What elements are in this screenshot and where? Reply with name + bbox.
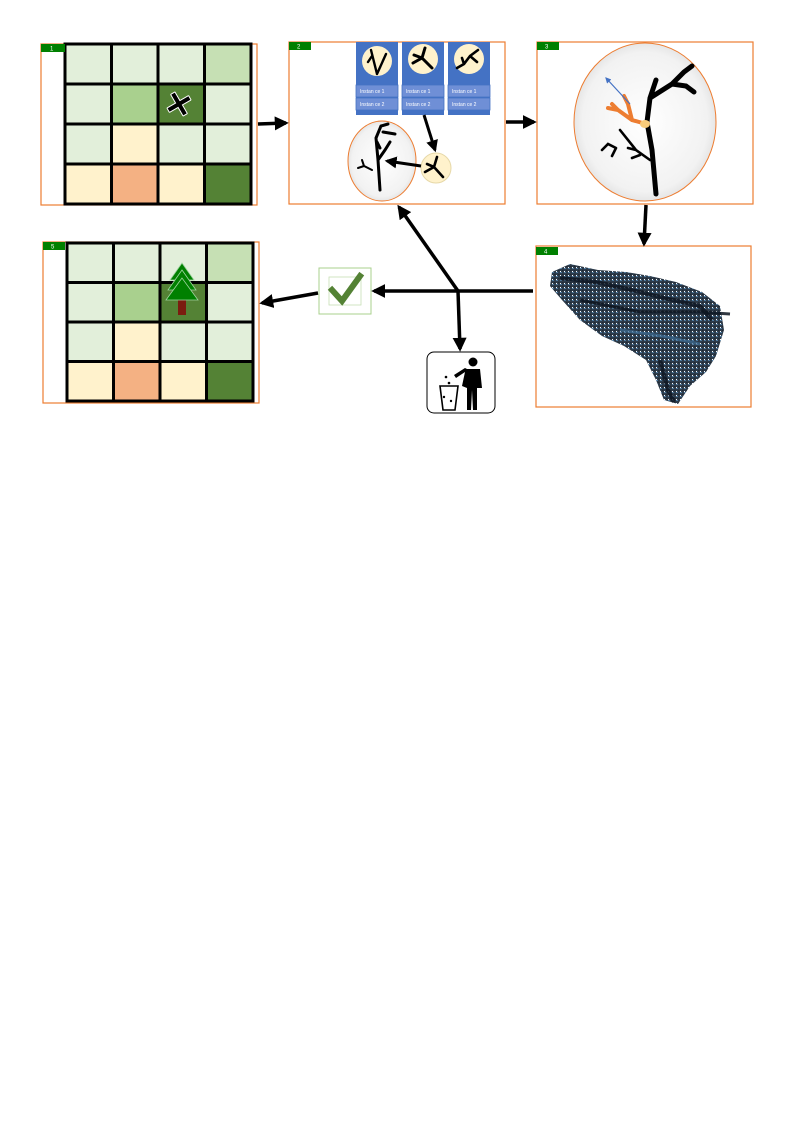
grid-cell [203, 42, 253, 86]
arrow-junction-to-panel-2 [397, 204, 460, 293]
grid-cell [65, 241, 115, 284]
grid-cell [203, 122, 253, 166]
grid-cell [110, 82, 160, 126]
panel-1: 1 [40, 42, 258, 206]
arrow-junction-to-trash [452, 290, 467, 352]
grid-cell [112, 360, 162, 403]
grid-cell [63, 162, 113, 206]
grid-cell [65, 360, 115, 403]
panel-3-label: 3 [545, 45, 549, 51]
instance-2-label: Instan ce 2 [360, 102, 385, 108]
check-mark-icon [318, 267, 372, 315]
library-column: Instan ce 1 Instan ce 2 [401, 42, 445, 115]
grid-cell [112, 241, 162, 284]
panel-1-grid [63, 42, 253, 206]
candidate-tree-ellipse [347, 120, 417, 202]
panel-5-label: 5 [51, 245, 55, 251]
panel-1-label: 1 [50, 47, 54, 53]
orientation-arrow [605, 77, 631, 105]
panel-4-label: 4 [544, 250, 548, 256]
instance-1-label: Instan ce 1 [452, 89, 477, 95]
grid-cell [63, 42, 113, 86]
grid-cell [112, 281, 162, 324]
grid-cell [205, 281, 255, 324]
trash-person-icon [426, 351, 496, 414]
fitted-branch-ellipse [573, 42, 717, 202]
selected-instance-bubble [420, 152, 452, 184]
instance-1-label: Instan ce 1 [360, 89, 385, 95]
grid-cell [156, 162, 206, 206]
grid-cell [112, 320, 162, 363]
grid-cell [205, 241, 255, 284]
grid-cell [156, 122, 206, 166]
grid-cell [63, 82, 113, 126]
instance-1-label: Instan ce 1 [406, 89, 431, 95]
arrow-1-to-2 [257, 116, 289, 131]
panel-3-badge [537, 42, 559, 50]
branch-thumbnail [362, 46, 392, 76]
arrow-library-to-instance [422, 114, 438, 153]
library-column: Instan ce 1 Instan ce 2 [355, 42, 399, 115]
panel-4: 4 [535, 245, 752, 408]
grid-cell [203, 82, 253, 126]
panel-2-badge [289, 42, 311, 50]
grid-cell [110, 122, 160, 166]
panel-2: Instan ce 1 Instan ce 2 Instan ce 1 Inst… [288, 41, 506, 205]
grid-cell [156, 42, 206, 86]
grid-cell [205, 360, 255, 403]
panel-2-label: 2 [297, 45, 301, 51]
grid-cell [203, 162, 253, 206]
grid-cell [65, 281, 115, 324]
grid-cell [158, 320, 208, 363]
instance-2-label: Instan ce 2 [406, 102, 431, 108]
grid-cell [110, 162, 160, 206]
grid-cell [158, 360, 208, 403]
grid-cell [110, 42, 160, 86]
panel-1-badge [41, 44, 65, 52]
grid-cell [63, 122, 113, 166]
pine-tree-icon [165, 262, 199, 315]
grid-cell [65, 320, 115, 363]
library-column: Instan ce 1 Instan ce 2 [447, 42, 491, 115]
connector-arrows [257, 115, 652, 352]
panel-5: 5 [42, 241, 260, 404]
panel-3: 3 [536, 41, 754, 205]
panel-5-grid [65, 241, 255, 403]
arrow-instance-to-tree [384, 156, 422, 169]
x-mark-icon [166, 91, 192, 117]
arrow-check-to-5 [259, 291, 319, 308]
instance-2-label: Instan ce 2 [452, 102, 477, 108]
grid-cell [205, 320, 255, 363]
panel-5-badge [43, 242, 65, 250]
arrow-3-to-4 [637, 204, 652, 247]
panel-4-badge [536, 247, 558, 255]
point-cloud [550, 264, 731, 404]
